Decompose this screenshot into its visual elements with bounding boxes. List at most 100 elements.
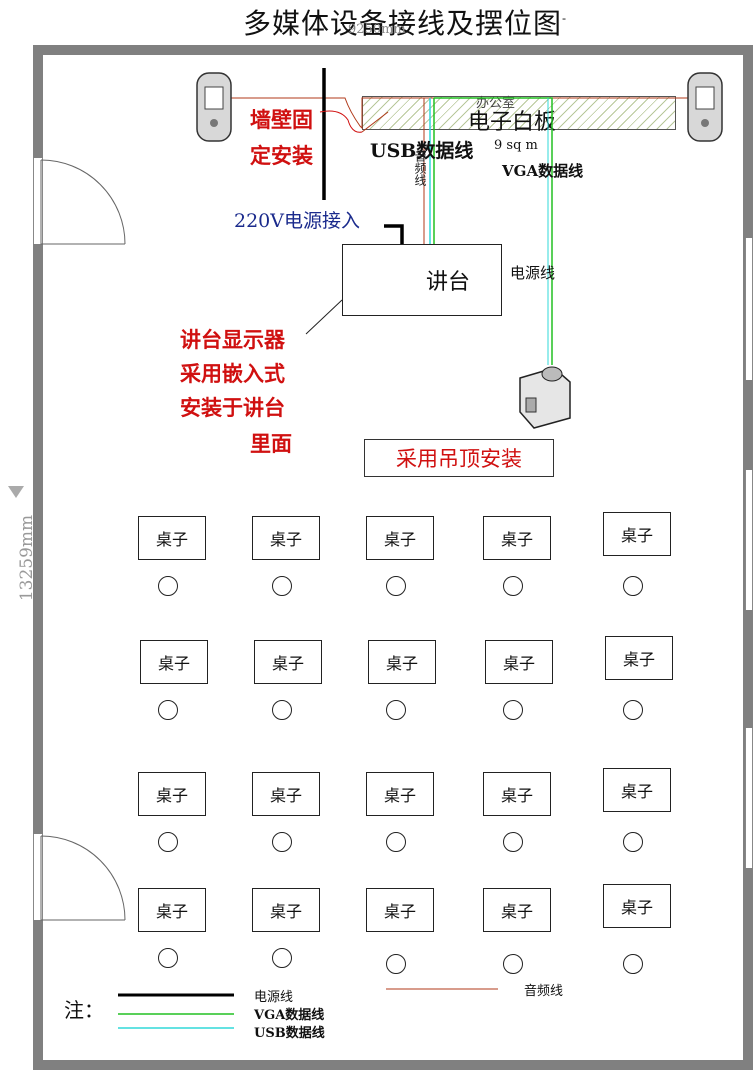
desk-r4-c5: 桌子 bbox=[603, 884, 671, 928]
window-gap-right-2 bbox=[745, 470, 753, 610]
chair-r1-c3 bbox=[386, 576, 406, 596]
desk-label: 桌子 bbox=[502, 654, 535, 673]
desk-r2-c4: 桌子 bbox=[485, 640, 553, 684]
desk-label: 桌子 bbox=[500, 902, 533, 921]
desk-r3-c3: 桌子 bbox=[366, 772, 434, 816]
desk-label: 桌子 bbox=[155, 786, 188, 805]
desk-r1-c2: 桌子 bbox=[252, 516, 320, 560]
legend-audio-label: 音频线 bbox=[524, 984, 564, 999]
desk-label: 桌子 bbox=[500, 786, 533, 805]
power-line-podium bbox=[384, 224, 404, 246]
vga-label: VGA数据线 bbox=[502, 162, 584, 180]
whiteboard-strip bbox=[362, 96, 676, 130]
chair-r3-c2 bbox=[272, 832, 292, 852]
desk-r1-c4: 桌子 bbox=[483, 516, 551, 560]
desk-r2-c5: 桌子 bbox=[605, 636, 673, 680]
podium-note-3: 安装于讲台 bbox=[180, 395, 285, 420]
wall-mount-note-line1: 墙壁固 bbox=[250, 107, 313, 132]
chair-r3-c5 bbox=[623, 832, 643, 852]
desk-r3-c2: 桌子 bbox=[252, 772, 320, 816]
desk-r2-c2: 桌子 bbox=[254, 640, 322, 684]
speaker-icon-right bbox=[687, 72, 723, 142]
speaker-icon-left bbox=[196, 72, 232, 142]
whiteboard-label: 电子白板 bbox=[468, 110, 557, 135]
desk-label: 桌子 bbox=[500, 530, 533, 549]
desk-r1-c1: 桌子 bbox=[138, 516, 206, 560]
door-swing-icon-bottom bbox=[40, 835, 126, 921]
legend-usb-label: USB数据线 bbox=[254, 1026, 325, 1041]
desk-label: 桌子 bbox=[620, 782, 653, 801]
desk-label: 桌子 bbox=[269, 530, 302, 549]
chair-r2-c3 bbox=[386, 700, 406, 720]
desk-label: 桌子 bbox=[155, 902, 188, 921]
wall-mount-pointer bbox=[319, 110, 363, 133]
desk-label: 桌子 bbox=[155, 530, 188, 549]
desk-r4-c4: 桌子 bbox=[483, 888, 551, 932]
width-dimension: 9250mm bbox=[348, 22, 406, 37]
chair-r4-c4 bbox=[503, 954, 523, 974]
chair-r1-c4 bbox=[503, 576, 523, 596]
office-label: 办公室 bbox=[476, 96, 516, 111]
desk-label: 桌子 bbox=[622, 650, 655, 669]
desk-r3-c4: 桌子 bbox=[483, 772, 551, 816]
desk-label: 桌子 bbox=[383, 902, 416, 921]
chair-r3-c3 bbox=[386, 832, 406, 852]
desk-r1-c3: 桌子 bbox=[366, 516, 434, 560]
power-in-label: 220V电源接入 bbox=[234, 210, 360, 232]
page-title: 多媒体设备接线及摆位图- bbox=[0, 2, 755, 42]
desk-r4-c2: 桌子 bbox=[252, 888, 320, 932]
projector-icon bbox=[519, 366, 571, 429]
window-gap-right-1 bbox=[745, 238, 753, 380]
chair-r3-c4 bbox=[503, 832, 523, 852]
door-swing-icon-top bbox=[40, 159, 126, 245]
vga-line-projector bbox=[434, 97, 553, 365]
chair-r1-c1 bbox=[158, 576, 178, 596]
chair-r2-c4 bbox=[503, 700, 523, 720]
legend-vga-label: VGA数据线 bbox=[254, 1008, 325, 1023]
podium: 讲台 bbox=[342, 244, 502, 316]
podium-note-pointer bbox=[305, 299, 343, 335]
audio-vertical-label: 音频线 bbox=[413, 150, 427, 186]
door-gap-bottom-left bbox=[33, 834, 43, 920]
chair-r2-c1 bbox=[158, 700, 178, 720]
chair-r4-c2 bbox=[272, 948, 292, 968]
chair-r4-c3 bbox=[386, 954, 406, 974]
chair-r1-c5 bbox=[623, 576, 643, 596]
desk-label: 桌子 bbox=[271, 654, 304, 673]
desk-label: 桌子 bbox=[385, 654, 418, 673]
podium-label: 讲台 bbox=[425, 270, 470, 295]
ceiling-mount-label: 采用吊顶安装 bbox=[396, 447, 522, 471]
chair-r3-c1 bbox=[158, 832, 178, 852]
legend-note: 注： bbox=[64, 998, 104, 1022]
desk-r3-c1: 桌子 bbox=[138, 772, 206, 816]
wall-mount-note-line2: 定安装 bbox=[250, 143, 313, 168]
title-text: 多媒体设备接线及摆位图 bbox=[242, 7, 562, 40]
ceiling-mount-box: 采用吊顶安装 bbox=[364, 439, 554, 477]
desk-label: 桌子 bbox=[620, 898, 653, 917]
height-dimension: 13259mm bbox=[17, 514, 37, 602]
desk-r3-c5: 桌子 bbox=[603, 768, 671, 812]
desk-label: 桌子 bbox=[620, 526, 653, 545]
power-line-label: 电源线 bbox=[510, 264, 556, 282]
chair-r1-c2 bbox=[272, 576, 292, 596]
audio-line-top bbox=[230, 97, 690, 130]
legend-power-label: 电源线 bbox=[254, 990, 294, 1005]
desk-r4-c3: 桌子 bbox=[366, 888, 434, 932]
door-gap-top-left bbox=[33, 158, 43, 244]
chair-r4-c5 bbox=[623, 954, 643, 974]
desk-label: 桌子 bbox=[383, 530, 416, 549]
desk-r2-c3: 桌子 bbox=[368, 640, 436, 684]
desk-r4-c1: 桌子 bbox=[138, 888, 206, 932]
chair-r2-c2 bbox=[272, 700, 292, 720]
usb-label: USB数据线 bbox=[370, 140, 474, 162]
desk-label: 桌子 bbox=[269, 902, 302, 921]
window-gap-right-3 bbox=[745, 728, 753, 868]
audio-line-diag bbox=[361, 111, 389, 133]
podium-note-2: 采用嵌入式 bbox=[180, 361, 285, 386]
desk-label: 桌子 bbox=[157, 654, 190, 673]
desk-label: 桌子 bbox=[383, 786, 416, 805]
desk-r1-c5: 桌子 bbox=[603, 512, 671, 556]
chair-r4-c1 bbox=[158, 948, 178, 968]
desk-r2-c1: 桌子 bbox=[140, 640, 208, 684]
podium-note-4: 里面 bbox=[250, 431, 292, 456]
